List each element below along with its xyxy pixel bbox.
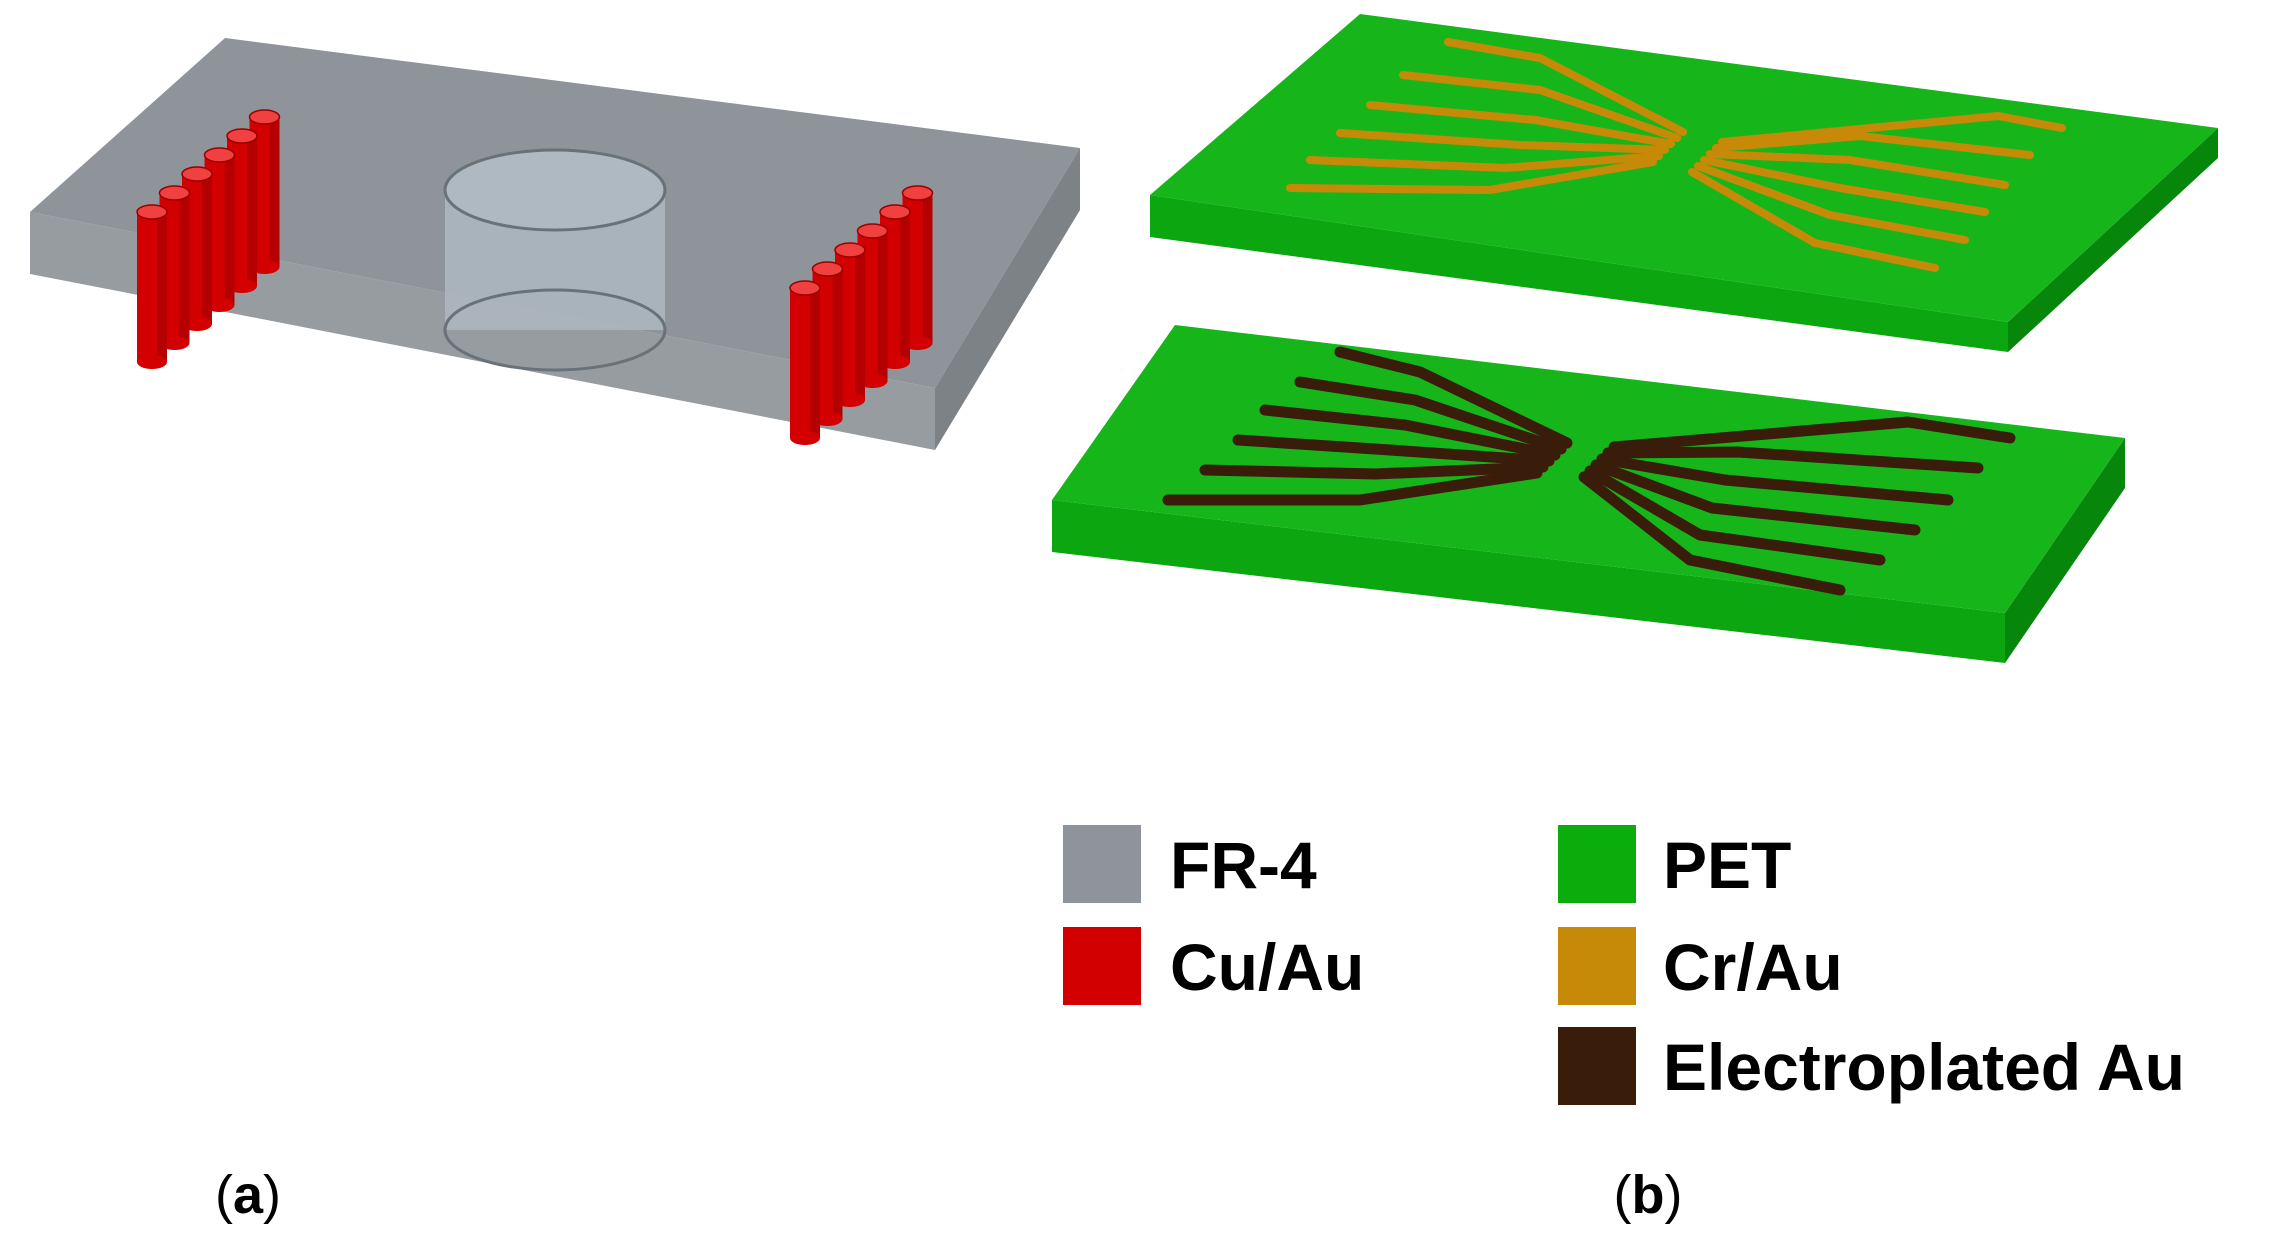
legend-swatch-electroplated-au — [1558, 1027, 1636, 1105]
cr-au-traces — [1286, 38, 2066, 272]
legend-item-cr-au: Cr/Au — [1558, 927, 1843, 1005]
via-shade — [269, 117, 280, 267]
trace-right-6 — [1578, 471, 1846, 596]
legend-item-electroplated-au: Electroplated Au — [1558, 1027, 2185, 1105]
via-top — [248, 109, 281, 125]
legend-item-fr4: FR-4 — [1063, 825, 1317, 903]
legend-label-fr4: FR-4 — [1170, 828, 1317, 902]
via-shade — [922, 193, 933, 343]
via-shade — [832, 269, 843, 419]
legend-item-pet: PET — [1558, 825, 1791, 903]
legend-swatch-cu-au — [1063, 927, 1141, 1005]
panel-label-b: (b) — [1614, 1165, 1683, 1225]
trace-right-2 — [1712, 132, 2034, 159]
cu-au-vias-right — [789, 185, 934, 445]
legend-label-cu-au: Cu/Au — [1170, 930, 1364, 1004]
via-shade — [179, 193, 190, 343]
legend-label-electroplated-au: Electroplated Au — [1663, 1030, 2185, 1104]
legend-swatch-fr4 — [1063, 825, 1141, 903]
cu-au-vias-left — [136, 109, 281, 369]
electroplated-au-traces — [1162, 346, 2016, 596]
trace-right-1 — [1608, 416, 2016, 453]
via-shade — [247, 136, 257, 286]
trace-right-4 — [1700, 156, 1989, 216]
trace-left-6 — [1162, 467, 1543, 506]
trace-right-1 — [1718, 112, 2066, 146]
trace-right-6 — [1688, 168, 1939, 272]
via-top — [811, 261, 844, 277]
trace-left-6 — [1286, 158, 1657, 194]
trace-right-3 — [1596, 453, 1954, 506]
trace-left-2 — [1399, 71, 1681, 142]
via-top — [901, 185, 934, 201]
trace-left-5 — [1199, 461, 1549, 480]
pet-top-surface — [1150, 14, 2218, 322]
legend-label-cr-au: Cr/Au — [1663, 930, 1843, 1004]
trace-left-3 — [1366, 101, 1675, 148]
legend-label-pet: PET — [1663, 828, 1791, 902]
legend-swatch-pet — [1558, 825, 1636, 903]
trace-right-5 — [1584, 465, 1886, 566]
pet-substrate-top — [1150, 14, 2218, 352]
trace-left-4 — [1232, 434, 1555, 467]
trace-right-5 — [1694, 162, 1969, 244]
legend-swatch-cr-au — [1558, 927, 1636, 1005]
via-shade — [855, 250, 865, 400]
trace-left-3 — [1259, 404, 1561, 461]
via-bottom — [137, 355, 167, 369]
fr4-block-side — [935, 148, 1080, 450]
pet-substrate-bottom — [1052, 325, 2125, 663]
trace-right-3 — [1706, 150, 2009, 189]
via-top — [158, 185, 191, 201]
trace-right-4 — [1590, 459, 1921, 536]
via-top — [879, 204, 911, 220]
trace-left-4 — [1336, 129, 1669, 154]
via-top — [181, 166, 213, 182]
legend: FR-4 Cu/Au PET Cr/Au Electroplated Au — [1063, 825, 2185, 1105]
trace-left-5 — [1306, 152, 1663, 172]
via-shade — [900, 212, 910, 362]
via-top — [789, 280, 821, 296]
via-right-1 — [789, 280, 821, 445]
trace-left-1 — [1334, 346, 1573, 449]
pet-bottom-front — [1052, 500, 2005, 663]
panel-label-a: (a) — [215, 1165, 281, 1225]
hole-top — [443, 148, 667, 232]
pet-top-front — [1150, 195, 2008, 352]
via-shade — [202, 174, 212, 324]
hole-bottom — [443, 288, 667, 372]
via-shade — [157, 212, 167, 362]
via-top — [136, 204, 168, 220]
via-top — [834, 242, 866, 258]
trace-left-1 — [1444, 38, 1687, 136]
pet-bottom-side — [2005, 438, 2125, 663]
via-bottom — [790, 431, 820, 445]
trace-left-2 — [1294, 376, 1567, 455]
via-shade — [877, 231, 888, 381]
via-shade — [810, 288, 820, 438]
via-left-1 — [136, 204, 168, 369]
legend-item-cu-au: Cu/Au — [1063, 927, 1364, 1005]
via-top — [226, 128, 258, 144]
via-shade — [224, 155, 235, 305]
fr4-center-hole — [443, 148, 667, 372]
via-top — [856, 223, 889, 239]
pet-top-side — [2008, 128, 2218, 352]
trace-right-2 — [1602, 446, 1984, 474]
via-top — [203, 147, 236, 163]
